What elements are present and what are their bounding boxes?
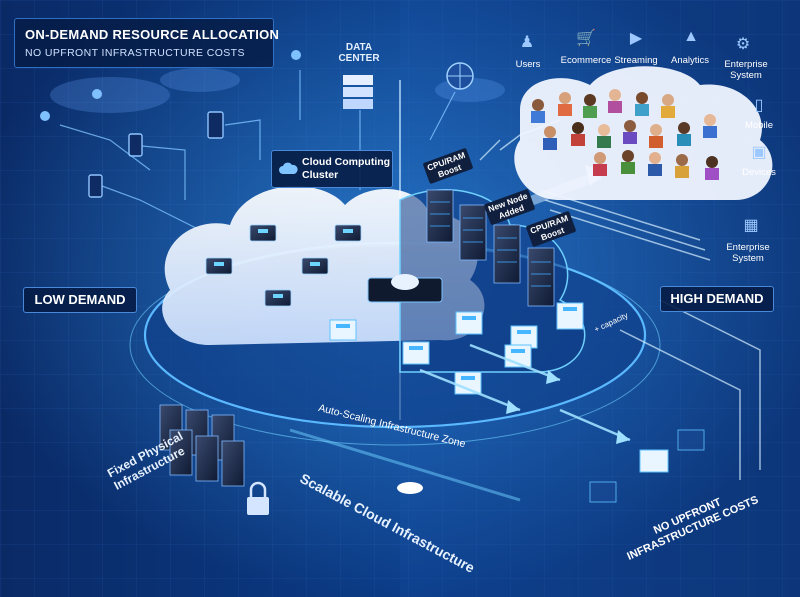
high-demand-label: HIGH DEMAND xyxy=(660,286,774,312)
category-users: Users xyxy=(515,59,541,70)
category-mobile: Mobile xyxy=(745,120,773,131)
building-icon: ▦ xyxy=(743,217,759,234)
mobile-icon: ▯ xyxy=(754,97,764,114)
devices-icon: ▣ xyxy=(751,144,767,161)
gear-icon: ⚙ xyxy=(735,36,751,53)
cloud-cluster-label: Cloud Computing Cluster xyxy=(302,156,391,181)
data-center-label: DATA CENTER xyxy=(338,42,380,64)
category-streaming: Streaming xyxy=(614,55,658,66)
title-box: ON-DEMAND RESOURCE ALLOCATION NO UPFRONT… xyxy=(14,18,279,68)
play-icon: ▶ xyxy=(629,30,643,47)
category-ecommerce: Ecommerce xyxy=(560,55,612,66)
category-devices: Devices xyxy=(742,167,776,178)
low-demand-label: LOW DEMAND xyxy=(23,287,137,313)
page-title: ON-DEMAND RESOURCE ALLOCATION xyxy=(25,27,280,42)
page-subtitle: NO UPFRONT INFRASTRUCTURE COSTS xyxy=(25,47,245,59)
cloud-cluster-callout: Cloud Computing Cluster xyxy=(271,150,393,188)
category-enterprise-system-1: Enterprise System xyxy=(724,59,768,81)
chart-icon: ▲ xyxy=(683,28,699,45)
category-enterprise-system-2: Enterprise System xyxy=(726,242,770,264)
category-analytics: Analytics xyxy=(670,55,709,66)
cloud-icon xyxy=(279,162,298,174)
cart-icon: 🛒 xyxy=(576,30,596,47)
users-icon: ♟ xyxy=(519,34,535,51)
